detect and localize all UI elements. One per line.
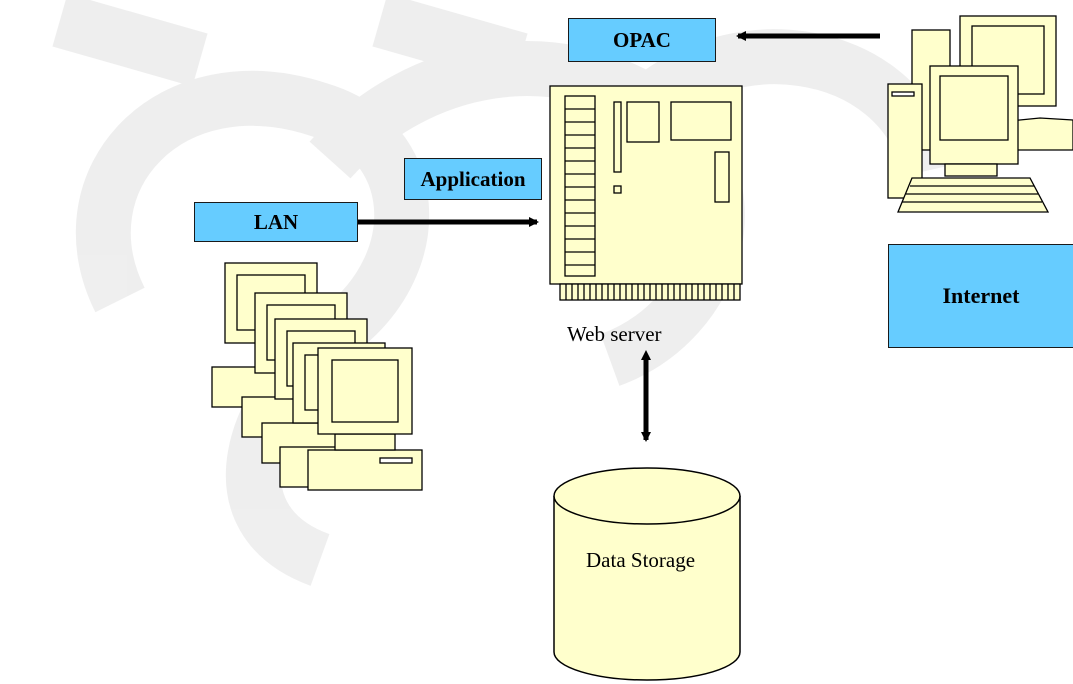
opac-label: OPAC (568, 18, 716, 62)
lan-computer-front (307, 347, 423, 491)
keyboard-keys (902, 185, 1042, 203)
server-connector-pins (565, 284, 735, 300)
data-storage-label: Data Storage (586, 548, 696, 572)
web-server-icon (549, 85, 743, 301)
lan-client-computers (211, 262, 423, 491)
server-drive-bays (565, 108, 595, 266)
web-server-label: Web server (567, 322, 662, 346)
watermark-logo (52, 0, 957, 586)
internet-client-computers (887, 15, 1073, 213)
lan-label: LAN (194, 202, 358, 242)
internet-label: Internet (888, 244, 1073, 348)
data-storage-cylinder (553, 467, 741, 681)
application-label: Application (404, 158, 542, 200)
